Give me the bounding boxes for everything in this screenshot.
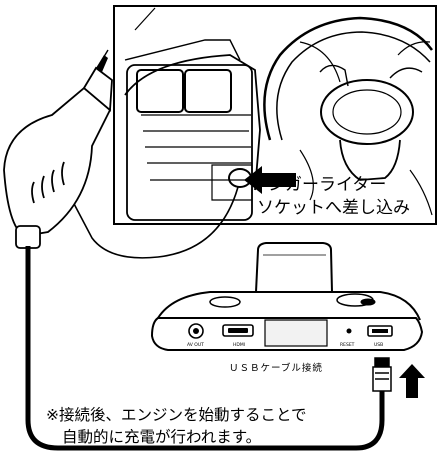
port-label-reset: RESET xyxy=(340,342,355,348)
arrow-right-icon xyxy=(244,166,296,194)
car-interior-illustration xyxy=(113,5,437,225)
steering-wheel xyxy=(263,16,434,181)
usb-cable-connection-label: ＵＳＢケーブル接続 xyxy=(229,363,323,374)
car-charger-plug xyxy=(3,49,113,249)
camera-lens xyxy=(254,242,334,293)
port-label-av-out: AV OUT xyxy=(187,342,204,348)
power-cable xyxy=(25,246,385,451)
port-label-usb: USB xyxy=(374,342,383,348)
arrow-up-icon xyxy=(399,364,425,398)
air-vent-right xyxy=(184,69,232,113)
air-vent-left xyxy=(136,69,184,113)
console-panel xyxy=(126,64,253,221)
cigarette-socket-label-line1: シガーライター xyxy=(268,175,387,195)
cigarette-socket-label-line2: ソケットへ差し込み xyxy=(257,198,410,218)
port-label-hdmi: HDMI xyxy=(233,342,245,348)
usb-connector xyxy=(372,357,392,392)
dash-camera: AV OUT HDMI RESET USB xyxy=(150,242,424,351)
charging-note-line2: 自動的に充電が行われます。 xyxy=(62,428,262,446)
charging-note-line1: ※接続後、エンジンを始動することで xyxy=(46,406,307,424)
socket-cable xyxy=(71,186,239,259)
